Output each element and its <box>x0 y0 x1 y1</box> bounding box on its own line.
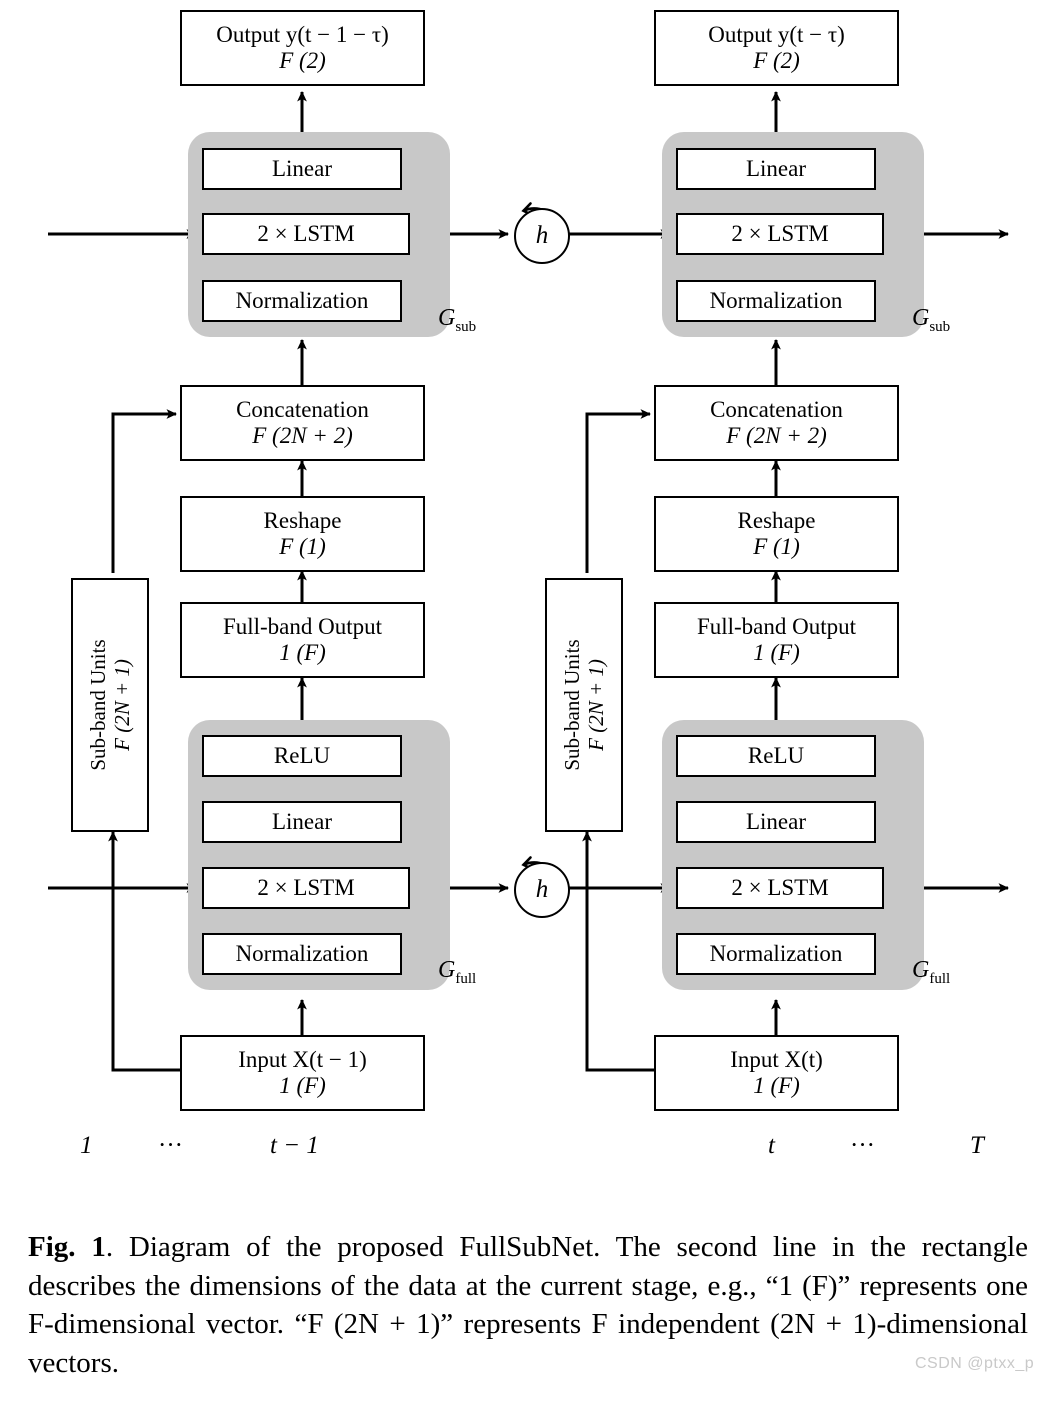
input-label-right: Input X(t) <box>730 1047 823 1073</box>
subband-units-text-right: Sub-band Units F (2N + 1) <box>560 639 608 770</box>
subband-units-box-left: Sub-band Units F (2N + 1) <box>71 578 149 832</box>
concatenation-box-right: Concatenation F (2N + 2) <box>654 385 899 461</box>
timeline-tick-ellipsis-left: ··· <box>158 1132 183 1159</box>
gfull-lstm-right[interactable]: 2 × LSTM <box>676 867 884 909</box>
subband-units-text-left: Sub-band Units F (2N + 1) <box>86 639 134 770</box>
gfull-label-g-left: G <box>438 957 456 983</box>
gfull-linear-label-left: Linear <box>271 809 332 835</box>
gsub-norm-label-left: Normalization <box>235 288 369 314</box>
gsub-label-g-left: G <box>438 305 456 331</box>
gfull-label-left: Gfull <box>438 957 476 988</box>
gfull-relu-label-right: ReLU <box>747 743 805 769</box>
recurrent-state-label-sub: h <box>535 222 549 249</box>
gsub-label-g-right: G <box>912 305 930 331</box>
fullband-dims-left: 1 (F) <box>279 640 326 665</box>
subband-label-left: Sub-band Units <box>85 639 110 771</box>
recurrent-state-node-sub[interactable]: h <box>514 208 570 264</box>
watermark: CSDN @ptxx_p <box>915 1355 1035 1372</box>
gsub-norm-left[interactable]: Normalization <box>202 280 402 322</box>
timeline-tick-t: t <box>768 1132 775 1159</box>
fullband-output-box-left: Full-band Output 1 (F) <box>180 602 425 678</box>
gsub-label-right: Gsub <box>912 305 950 336</box>
gsub-lstm-right[interactable]: 2 × LSTM <box>676 213 884 255</box>
fullband-output-box-right: Full-band Output 1 (F) <box>654 602 899 678</box>
subband-dims-left: F (2N + 1) <box>110 659 134 751</box>
gfull-label-sub-right: full <box>929 970 951 987</box>
timeline-tick-1: 1 <box>80 1132 93 1159</box>
gsub-linear-right[interactable]: Linear <box>676 148 876 190</box>
reshape-box-left: Reshape F (1) <box>180 496 425 572</box>
gsub-lstm-left[interactable]: 2 × LSTM <box>202 213 410 255</box>
input-label-left: Input X(t − 1) <box>238 1047 367 1073</box>
recurrent-state-label-full: h <box>535 876 549 903</box>
gfull-label-sub-left: full <box>455 970 477 987</box>
subband-units-box-right: Sub-band Units F (2N + 1) <box>545 578 623 832</box>
gfull-linear-label-right: Linear <box>745 809 806 835</box>
gsub-label-sub-right: sub <box>929 318 951 335</box>
timeline-tick-ellipsis-right: ··· <box>850 1132 875 1159</box>
concatenation-box-left: Concatenation F (2N + 2) <box>180 385 425 461</box>
reshape-dims-left: F (1) <box>279 534 326 559</box>
figure-caption-prefix: Fig. 1 <box>28 1231 106 1263</box>
gsub-linear-left[interactable]: Linear <box>202 148 402 190</box>
reshape-label-left: Reshape <box>263 508 342 534</box>
gsub-linear-label-right: Linear <box>745 156 806 182</box>
gfull-label-right: Gfull <box>912 957 950 988</box>
output-dims-left: F (2) <box>279 48 326 73</box>
gfull-norm-left[interactable]: Normalization <box>202 933 402 975</box>
reshape-label-right: Reshape <box>737 508 816 534</box>
input-dims-left: 1 (F) <box>279 1073 326 1098</box>
gfull-linear-left[interactable]: Linear <box>202 801 402 843</box>
gfull-lstm-label-left: 2 × LSTM <box>257 875 355 901</box>
gsub-label-left: Gsub <box>438 305 476 336</box>
gfull-relu-label-left: ReLU <box>273 743 331 769</box>
timeline-tick-t-minus-1: t − 1 <box>270 1132 319 1159</box>
gfull-linear-right[interactable]: Linear <box>676 801 876 843</box>
gfull-norm-label-right: Normalization <box>709 941 843 967</box>
fullband-label-left: Full-band Output <box>222 614 383 640</box>
gsub-label-sub-left: sub <box>455 318 477 335</box>
reshape-box-right: Reshape F (1) <box>654 496 899 572</box>
concat-dims-right: F (2N + 2) <box>726 423 827 448</box>
gsub-lstm-label-right: 2 × LSTM <box>731 221 829 247</box>
input-dims-right: 1 (F) <box>753 1073 800 1098</box>
output-dims-right: F (2) <box>753 48 800 73</box>
gfull-lstm-label-right: 2 × LSTM <box>731 875 829 901</box>
gfull-label-g-right: G <box>912 957 930 983</box>
output-box-right: Output y(t − τ) F (2) <box>654 10 899 86</box>
fullband-label-right: Full-band Output <box>696 614 857 640</box>
figure-caption: Fig. 1. Diagram of the proposed FullSubN… <box>28 1228 1028 1382</box>
subband-dims-right: F (2N + 1) <box>584 659 608 751</box>
subband-label-right: Sub-band Units <box>559 639 584 771</box>
output-label-left: Output y(t − 1 − τ) <box>216 22 389 48</box>
gfull-relu-right[interactable]: ReLU <box>676 735 876 777</box>
output-box-left: Output y(t − 1 − τ) F (2) <box>180 10 425 86</box>
concat-dims-left: F (2N + 2) <box>252 423 353 448</box>
gfull-relu-left[interactable]: ReLU <box>202 735 402 777</box>
concat-label-left: Concatenation <box>236 397 369 423</box>
gfull-norm-label-left: Normalization <box>235 941 369 967</box>
gsub-norm-label-right: Normalization <box>709 288 843 314</box>
recurrent-state-node-full[interactable]: h <box>514 862 570 918</box>
input-box-left: Input X(t − 1) 1 (F) <box>180 1035 425 1111</box>
gfull-norm-right[interactable]: Normalization <box>676 933 876 975</box>
output-label-right: Output y(t − τ) <box>708 22 845 48</box>
fullband-dims-right: 1 (F) <box>753 640 800 665</box>
figure-caption-text: . Diagram of the proposed FullSubNet. Th… <box>28 1231 1029 1379</box>
gsub-lstm-label-left: 2 × LSTM <box>257 221 355 247</box>
gsub-linear-label-left: Linear <box>271 156 332 182</box>
gsub-norm-right[interactable]: Normalization <box>676 280 876 322</box>
concat-label-right: Concatenation <box>710 397 843 423</box>
input-box-right: Input X(t) 1 (F) <box>654 1035 899 1111</box>
gfull-lstm-left[interactable]: 2 × LSTM <box>202 867 410 909</box>
reshape-dims-right: F (1) <box>753 534 800 559</box>
timeline-tick-T: T <box>970 1132 984 1159</box>
